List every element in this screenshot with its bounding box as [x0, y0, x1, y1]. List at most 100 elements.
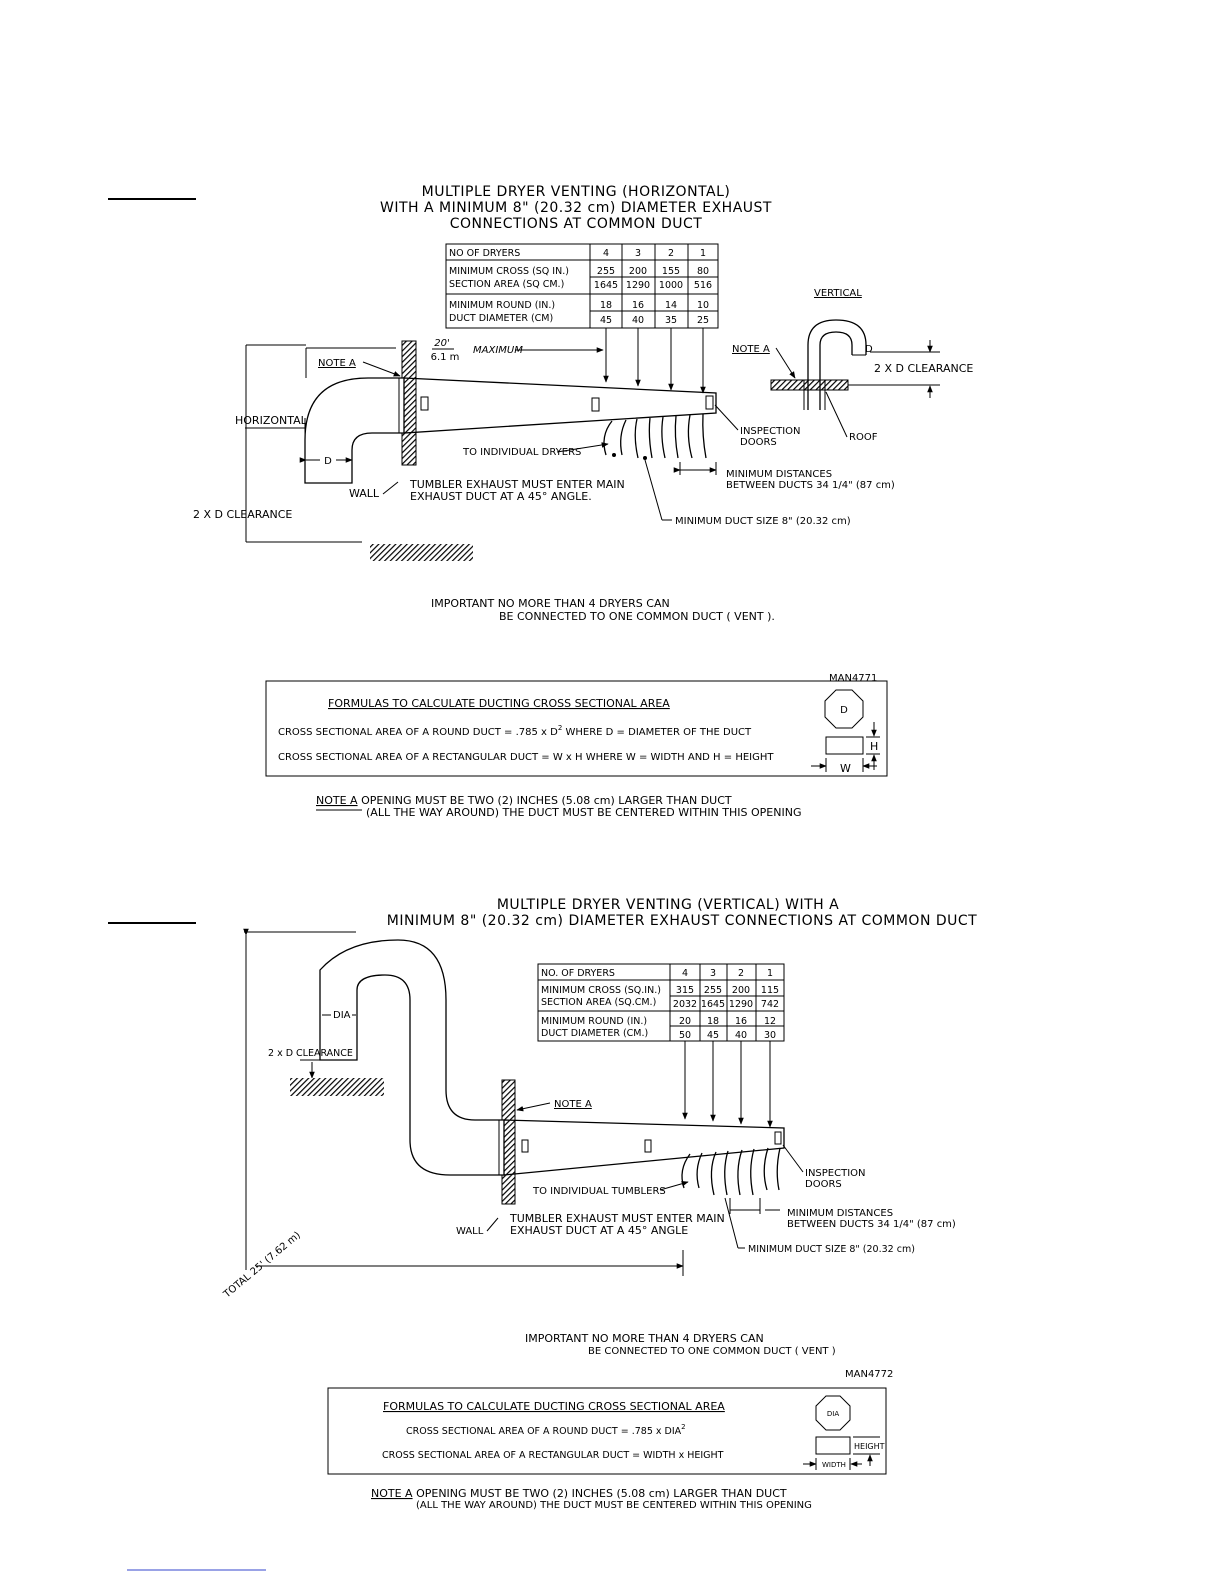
title-line-2: WITH A MINIMUM 8" (20.32 cm) DIAMETER EX…	[380, 200, 772, 216]
table-cell: 30	[764, 1030, 776, 1041]
dia-label: DIA	[333, 1010, 351, 1021]
table-cell: 1290	[729, 999, 753, 1010]
table-cell: 45	[707, 1030, 719, 1041]
clearance-left: 2 X D CLEARANCE	[193, 508, 292, 521]
horizontal-label: HORIZONTAL	[235, 414, 308, 427]
inspection-doors-line2: DOORS	[740, 437, 777, 448]
drawing-code: MAN4772	[845, 1369, 893, 1380]
formula-box: FORMULAS TO CALCULATE DUCTING CROSS SECT…	[327, 1387, 887, 1475]
table-row2-label-a: MINIMUM ROUND (IN.)	[541, 1016, 647, 1027]
formula-dia: DIA	[827, 1410, 839, 1418]
inspection-door-icon	[521, 1131, 782, 1153]
min-duct-size: MINIMUM DUCT SIZE 8" (20.32 cm)	[675, 516, 851, 527]
to-individual-dryers: TO INDIVIDUAL DRYERS	[462, 447, 581, 458]
inspection-doors-line1: INSPECTION	[805, 1168, 866, 1179]
round-duct-icon	[824, 689, 864, 729]
note-a-label: NOTE A	[554, 1099, 592, 1110]
table-cell: 14	[665, 300, 677, 311]
table-cell: 255	[597, 266, 615, 277]
branch-ducts	[603, 413, 707, 460]
table-row1-label-b: SECTION AREA (SQ CM.)	[449, 279, 564, 290]
table-cell: 1645	[594, 280, 618, 291]
maximum-label: MAXIMUM	[473, 345, 523, 356]
rect-duct-icon	[825, 736, 864, 755]
distance-6m: 6.1 m	[431, 352, 460, 363]
table-cell: 200	[629, 266, 647, 277]
table-cell: 16	[632, 300, 644, 311]
title-line-1: MULTIPLE DRYER VENTING (VERTICAL) WITH A	[497, 897, 839, 913]
table-header-label: NO. OF DRYERS	[541, 968, 615, 979]
note-a-label: NOTE A	[318, 358, 356, 369]
tumbler-exhaust-line1: TUMBLER EXHAUST MUST ENTER MAIN	[509, 1212, 725, 1225]
table-cell: 25	[697, 315, 709, 326]
title-line-2: MINIMUM 8" (20.32 cm) DIAMETER EXHAUST C…	[387, 913, 977, 929]
diagram-vertical: MULTIPLE DRYER VENTING (VERTICAL) WITH A…	[108, 897, 977, 1511]
wall-label: WALL	[456, 1226, 484, 1237]
vertical-duct	[319, 939, 504, 1176]
total-length-label: TOTAL 25' (7.62 m)	[221, 1230, 303, 1301]
table-header-3: 3	[635, 248, 641, 259]
table-row2-label-b: DUCT DIAMETER (CM.)	[541, 1028, 648, 1039]
inspection-doors-line2: DOORS	[805, 1179, 842, 1190]
table-cell: 115	[761, 985, 779, 996]
formula-title: FORMULAS TO CALCULATE DUCTING CROSS SECT…	[328, 697, 670, 710]
dryer-table: NO. OF DRYERS 4 3 2 1 MINIMUM CROSS (SQ.…	[537, 963, 785, 1042]
note-a-footnote-line1: NOTE A OPENING MUST BE TWO (2) INCHES (5…	[316, 794, 732, 807]
important-line2: BE CONNECTED TO ONE COMMON DUCT ( VENT )…	[499, 610, 775, 623]
d-label: D	[324, 456, 332, 467]
dryer-table: NO OF DRYERS 4 3 2 1 MINIMUM CROSS (SQ I…	[445, 243, 719, 329]
inspection-door-icon	[420, 395, 714, 412]
formula-height: HEIGHT	[854, 1442, 885, 1451]
table-cell: 35	[665, 315, 677, 326]
formula-d: D	[840, 705, 848, 716]
table-header-label: NO OF DRYERS	[449, 248, 520, 259]
note-a-footnote-line2: (ALL THE WAY AROUND) THE DUCT MUST BE CE…	[416, 1500, 812, 1511]
drawing-code: MAN4771	[829, 673, 877, 684]
distance-20ft: 20'	[434, 338, 449, 349]
title-line-3: CONNECTIONS AT COMMON DUCT	[450, 216, 703, 232]
min-distances-line1: MINIMUM DISTANCES	[787, 1208, 893, 1219]
table-header-3: 3	[710, 968, 716, 979]
table-row1-label-a: MINIMUM CROSS (SQ IN.)	[449, 266, 569, 277]
main-duct	[503, 1119, 785, 1176]
note-a-footnote-line2: (ALL THE WAY AROUND) THE DUCT MUST BE CE…	[366, 806, 801, 819]
inspection-doors-line1: INSPECTION	[740, 426, 801, 437]
tumbler-exhaust-line2: EXHAUST DUCT AT A 45° ANGLE	[510, 1224, 688, 1237]
table-cell: 40	[632, 315, 644, 326]
table-header-2: 2	[738, 968, 744, 979]
vertical-label: VERTICAL	[814, 288, 862, 299]
formula-rect: CROSS SECTIONAL AREA OF A RECTANGULAR DU…	[382, 1450, 724, 1461]
d-vertical: D	[865, 344, 873, 355]
table-row2-label-b: DUCT DIAMETER (CM)	[449, 313, 553, 324]
note-a-right: NOTE A	[732, 344, 770, 355]
table-cell: 2032	[673, 999, 697, 1010]
formula-box: FORMULAS TO CALCULATE DUCTING CROSS SECT…	[265, 680, 888, 777]
important-line1: IMPORTANT NO MORE THAN 4 DRYERS CAN	[431, 597, 670, 610]
table-header-4: 4	[682, 968, 688, 979]
table-cell: 20	[679, 1016, 691, 1027]
table-cell: 1645	[701, 999, 725, 1010]
formula-h: H	[870, 740, 878, 753]
table-cell: 40	[735, 1030, 747, 1041]
formula-round: CROSS SECTIONAL AREA OF A ROUND DUCT = .…	[406, 1423, 686, 1437]
min-duct-size: MINIMUM DUCT SIZE 8" (20.32 cm)	[748, 1244, 915, 1255]
table-cell: 50	[679, 1030, 691, 1041]
tumbler-exhaust-line2: EXHAUST DUCT AT A 45° ANGLE.	[410, 490, 592, 503]
table-cell: 742	[761, 999, 779, 1010]
formula-rect: CROSS SECTIONAL AREA OF A RECTANGULAR DU…	[278, 752, 774, 763]
table-cell: 18	[600, 300, 612, 311]
table-cell: 1000	[659, 280, 683, 291]
table-cell: 10	[697, 300, 709, 311]
to-individual-tumblers: TO INDIVIDUAL TUMBLERS	[532, 1186, 666, 1197]
table-row1-label-b: SECTION AREA (SQ.CM.)	[541, 997, 656, 1008]
table-header-2: 2	[668, 248, 674, 259]
table-cell: 1290	[626, 280, 650, 291]
important-line2: BE CONNECTED TO ONE COMMON DUCT ( VENT )	[588, 1346, 836, 1357]
table-row1-label-a: MINIMUM CROSS (SQ.IN.)	[541, 985, 661, 996]
table-cell: 80	[697, 266, 709, 277]
min-distances-line1: MINIMUM DISTANCES	[726, 469, 832, 480]
formula-round: CROSS SECTIONAL AREA OF A ROUND DUCT = .…	[278, 724, 752, 738]
table-cell: 16	[735, 1016, 747, 1027]
table-cell: 200	[732, 985, 750, 996]
table-header-1: 1	[700, 248, 706, 259]
